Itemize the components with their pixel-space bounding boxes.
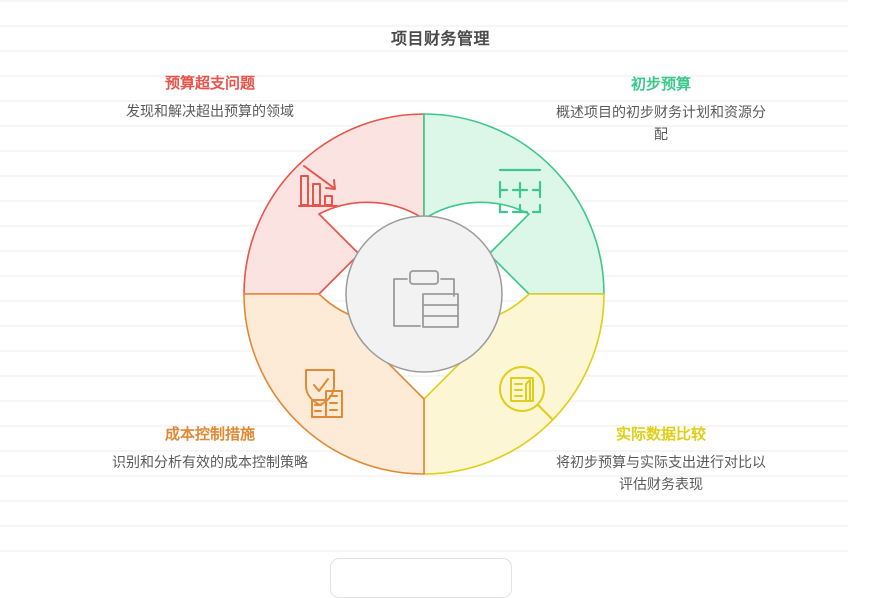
- segment-desc-overrun: 发现和解决超出预算的领域: [126, 103, 294, 119]
- page-title: 项目财务管理: [390, 31, 490, 48]
- segment-title-cost: 成本控制措施: [164, 426, 255, 443]
- clipboard-table-icon: [393, 270, 459, 328]
- infographic-canvas: 项目财务管理 预算超支问题 发现和解决超出预算的领域 初步预算 概述项目的初步财…: [105, 31, 766, 598]
- segment-desc-cost: 识别和分析有效的成本控制策略: [112, 454, 308, 470]
- bottom-card[interactable]: [330, 558, 512, 598]
- segment-label-initial: 初步预算 概述项目的初步财务计划和资源分配: [556, 75, 766, 145]
- segment-label-actual: 实际数据比较 将初步预算与实际支出进行对比以评估财务表现: [556, 425, 766, 495]
- segment-title-initial: 初步预算: [630, 76, 691, 93]
- segment-desc-actual: 将初步预算与实际支出进行对比以评估财务表现: [556, 454, 766, 492]
- segment-label-overrun: 预算超支问题 发现和解决超出预算的领域: [105, 74, 315, 122]
- segment-label-cost: 成本控制措施 识别和分析有效的成本控制策略: [105, 425, 315, 473]
- segment-title-overrun: 预算超支问题: [164, 75, 255, 92]
- segment-shape-overrun[interactable]: [243, 113, 425, 295]
- table-grid-icon: [498, 168, 542, 214]
- declining-bar-chart-icon: [298, 165, 338, 207]
- shield-check-building-icon: [305, 369, 343, 418]
- magnifier-document-icon: [499, 366, 553, 420]
- segment-title-actual: 实际数据比较: [615, 426, 706, 443]
- segment-desc-initial: 概述项目的初步财务计划和资源分配: [556, 104, 766, 142]
- segment-shape-initial[interactable]: [423, 113, 605, 295]
- donut-diagram: [243, 113, 605, 475]
